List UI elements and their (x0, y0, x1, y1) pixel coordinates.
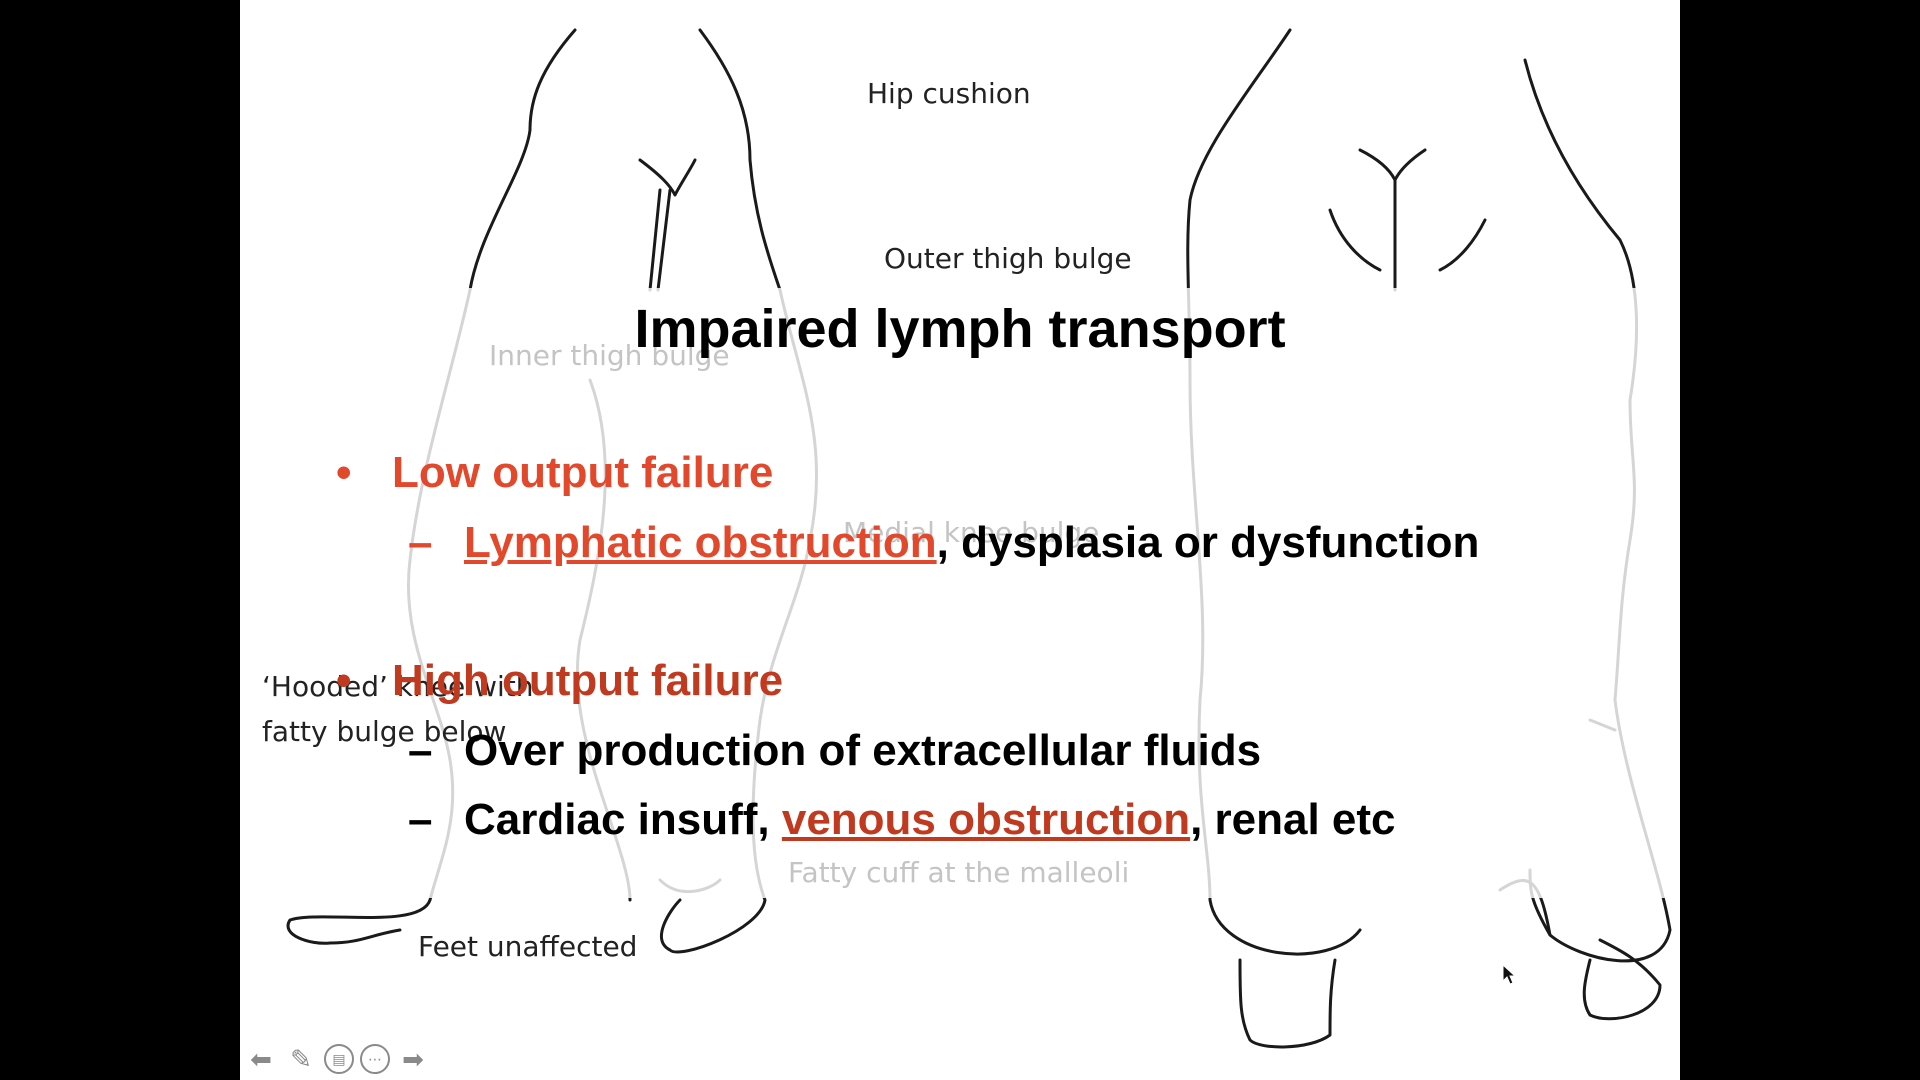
bullet-marker: • (336, 656, 352, 705)
sub-marker: – (408, 518, 433, 567)
link-lymphatic-obstruction[interactable]: Lymphatic obstruction (464, 518, 937, 567)
label-inner-thigh: Inner thigh bulge (489, 339, 730, 372)
label-fatty-cuff: Fatty cuff at the malleoli (788, 856, 1130, 889)
label-feet-unaffected: Feet unaffected (418, 930, 638, 963)
sub-marker: – (408, 726, 433, 775)
slide-canvas: Hip cushion Outer thigh bulge Feet unaff… (240, 0, 1680, 1080)
slideshow-nav: ⬅ ✎ ▤ ⋯ ➡ (244, 1042, 430, 1076)
pen-icon[interactable]: ✎ (290, 1043, 312, 1074)
text-overlay (240, 288, 1680, 898)
slides-icon[interactable]: ▤ (324, 1044, 354, 1074)
sub-text: Over production of extracellular fluids (464, 726, 1262, 775)
sub-cardiac-insuff: –Cardiac insuff, venous obstruction, ren… (408, 795, 1396, 845)
next-arrow-icon[interactable]: ➡ (402, 1043, 424, 1074)
bullet-marker: • (336, 448, 352, 497)
more-icon[interactable]: ⋯ (360, 1044, 390, 1074)
sub-text: , dysplasia or dysfunction (936, 518, 1480, 567)
link-venous-obstruction[interactable]: venous obstruction (781, 795, 1191, 844)
bullet-label: High output failure (392, 656, 784, 705)
bullet-low-output: • Low output failure (336, 448, 773, 498)
sub-lymphatic-obstruction: –Lymphatic obstruction, dysplasia or dys… (408, 518, 1479, 568)
slide-title: Impaired lymph transport (634, 299, 1286, 359)
bullet-label: Low output failure (392, 448, 774, 497)
label-medial-knee: Medial knee bulge (843, 516, 1100, 549)
label-hip-cushion: Hip cushion (867, 77, 1031, 110)
label-hooded-knee: ‘Hooded’ knee with (262, 670, 534, 703)
mouse-cursor-icon (1502, 964, 1516, 985)
label-fatty-bulge: fatty bulge below (262, 715, 507, 748)
sub-text: Cardiac insuff, (464, 795, 782, 844)
label-outer-thigh: Outer thigh bulge (884, 242, 1132, 275)
bullet-high-output: • High output failure (336, 656, 783, 706)
sub-over-production: –Over production of extracellular fluids (408, 726, 1261, 776)
sub-marker: – (408, 795, 433, 844)
sub-text: , renal etc (1190, 795, 1396, 844)
prev-arrow-icon[interactable]: ⬅ (250, 1043, 272, 1074)
